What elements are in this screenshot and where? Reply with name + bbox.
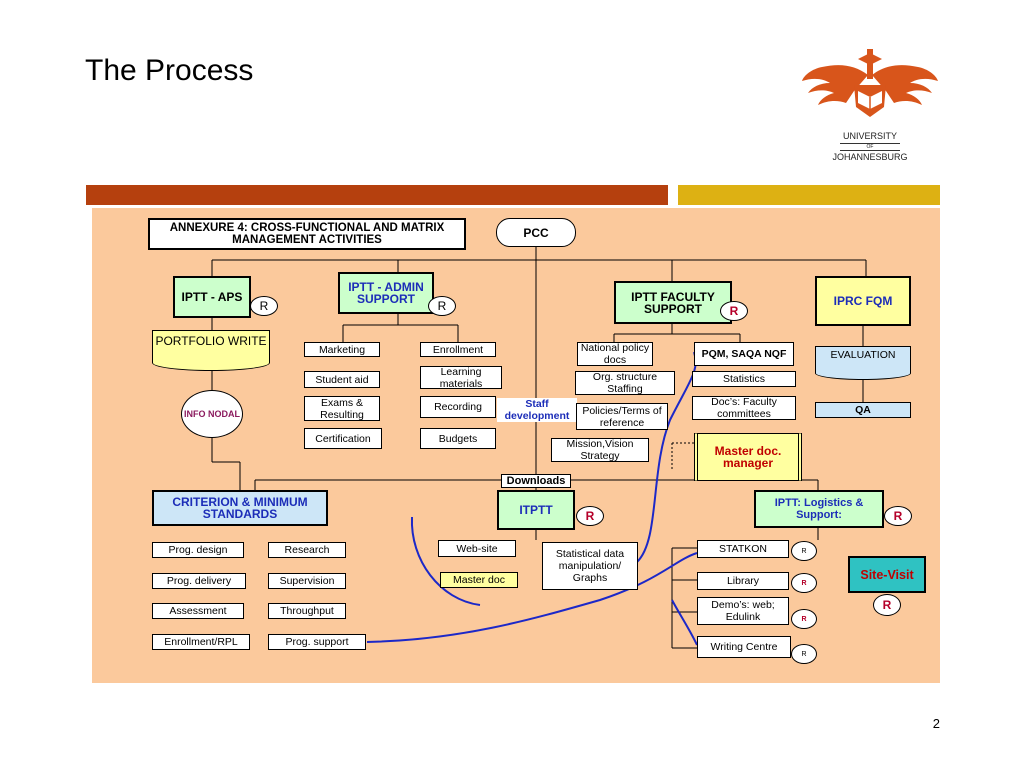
- demos-r-badge: R: [791, 609, 817, 629]
- logo-line-university: UNIVERSITY: [842, 131, 897, 141]
- admin-r-badge: R: [428, 296, 456, 316]
- faculty-item-national-policy: National policy docs: [577, 342, 653, 366]
- iptt-aps-node: IPTT - APS: [173, 276, 251, 318]
- criterion-item-prog-delivery: Prog. delivery: [152, 573, 246, 589]
- admin-item-learning-materials: Learning materials: [420, 366, 502, 390]
- faculty-item-statistics: Statistics: [692, 371, 796, 387]
- admin-item-exams: Exams & Resulting: [304, 396, 380, 421]
- admin-item-enrollment: Enrollment: [420, 342, 496, 357]
- itptt-item-statistical: Statistical data manipulation/ Graphs: [542, 542, 638, 590]
- admin-item-student-aid: Student aid: [304, 371, 380, 388]
- info-nodal-node: INFO NODAL: [181, 390, 243, 438]
- faculty-item-docs-faculty: Doc’s: Faculty committees: [692, 396, 796, 420]
- library-r-badge: R: [791, 573, 817, 593]
- logistics-item-demos: Demo’s: web; Edulink: [697, 597, 789, 625]
- annexure-title-box: ANNEXURE 4: CROSS-FUNCTIONAL AND MATRIX …: [148, 218, 466, 250]
- staff-development-label: Staff development: [497, 398, 577, 422]
- itptt-node: ITPTT: [497, 490, 575, 530]
- itptt-r-badge: R: [576, 506, 604, 526]
- criterion-standards-node: CRITERION & MINIMUM STANDARDS: [152, 490, 328, 526]
- writing-centre-r-badge: R: [791, 644, 817, 664]
- header-bar-orange: [86, 185, 668, 205]
- iprc-fqm-node: IPRC FQM: [815, 276, 911, 326]
- itptt-item-website: Web-site: [438, 540, 516, 557]
- evaluation-doc: EVALUATION: [815, 346, 911, 380]
- logistics-item-library: Library: [697, 572, 789, 590]
- logo-line-johannesburg: JOHANNESBURG: [832, 152, 908, 162]
- criterion-item-assessment: Assessment: [152, 603, 244, 619]
- downloads-label: Downloads: [501, 474, 571, 488]
- admin-item-budgets: Budgets: [420, 428, 496, 449]
- iptt-faculty-support-node: IPTT FACULTY SUPPORT: [614, 281, 732, 324]
- faculty-r-badge: R: [720, 301, 748, 321]
- criterion-item-prog-design: Prog. design: [152, 542, 244, 558]
- faculty-item-policies-terms: Policies/Terms of reference: [576, 403, 668, 430]
- itptt-item-master-doc: Master doc: [440, 572, 518, 588]
- logo-line-of: OF: [840, 143, 900, 151]
- site-visit-node: Site-Visit: [848, 556, 926, 593]
- criterion-item-supervision: Supervision: [268, 573, 346, 589]
- iptt-admin-support-node: IPTT - ADMIN SUPPORT: [338, 272, 434, 314]
- admin-item-recording: Recording: [420, 396, 496, 418]
- site-visit-r-badge: R: [873, 594, 901, 616]
- criterion-item-prog-support: Prog. support: [268, 634, 366, 650]
- faculty-item-pqm: PQM, SAQA NQF: [694, 342, 794, 366]
- criterion-item-research: Research: [268, 542, 346, 558]
- logistics-support-node: IPTT: Logistics & Support:: [754, 490, 884, 528]
- admin-item-marketing: Marketing: [304, 342, 380, 357]
- admin-item-certification: Certification: [304, 428, 382, 449]
- page-number: 2: [932, 716, 940, 731]
- pcc-node: PCC: [496, 218, 576, 247]
- qa-node: QA: [815, 402, 911, 418]
- logistics-item-statkon: STATKON: [697, 540, 789, 558]
- logo-wordmark: UNIVERSITY OF JOHANNESBURG: [818, 131, 922, 163]
- faculty-item-mission-vision: Mission,Vision Strategy: [551, 438, 649, 462]
- criterion-item-enrollment-rpl: Enrollment/RPL: [152, 634, 250, 650]
- logistics-item-writing-centre: Writing Centre: [697, 636, 791, 658]
- portfolio-write-doc: PORTFOLIO WRITE: [152, 330, 270, 371]
- criterion-item-throughput: Throughput: [268, 603, 346, 619]
- logo-emblem-icon: [802, 49, 938, 117]
- header-bar-gold: [678, 185, 940, 205]
- logistics-r-badge: R: [884, 506, 912, 526]
- slide-title: The Process: [85, 54, 254, 87]
- aps-r-badge: R: [250, 296, 278, 316]
- master-doc-manager-node: Master doc. manager: [694, 433, 802, 481]
- faculty-item-org-structure: Org. structure Staffing: [575, 371, 675, 395]
- statkon-r-badge: R: [791, 541, 817, 561]
